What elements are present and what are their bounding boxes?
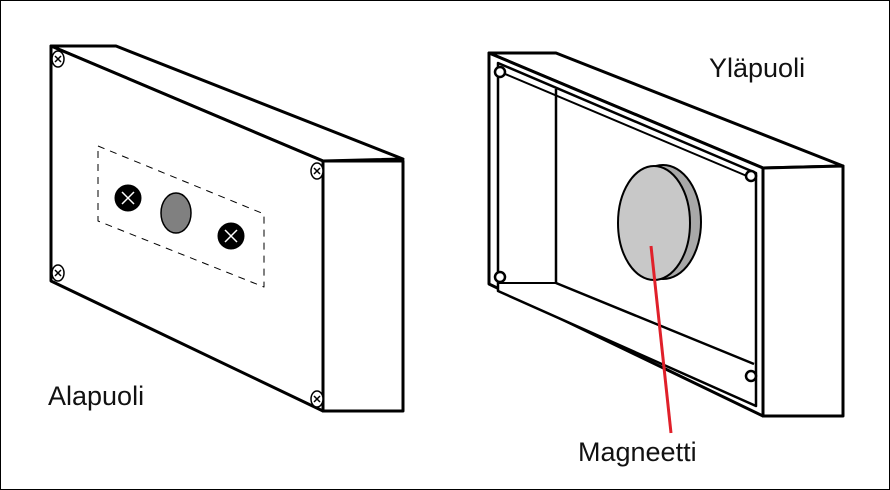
- dashed-panel-outline: [97, 145, 265, 288]
- bottom-side-label: Alapuoli: [48, 381, 145, 411]
- top-enclosure-side-face: [761, 164, 845, 418]
- top-side-label: Yläpuoli: [709, 53, 806, 83]
- magnet-pointer-line: [649, 245, 673, 434]
- screw-icon: [51, 50, 324, 408]
- bottom-enclosure-front-face: [49, 44, 325, 413]
- top-enclosure: [487, 51, 845, 434]
- bottom-enclosure: [49, 44, 405, 413]
- magnet-label: Magneetti: [578, 437, 697, 467]
- gray-button-icon: [160, 192, 192, 234]
- hole-icon: [493, 65, 758, 383]
- bottom-enclosure-side-face: [321, 159, 405, 413]
- black-screw-icon: [114, 184, 245, 250]
